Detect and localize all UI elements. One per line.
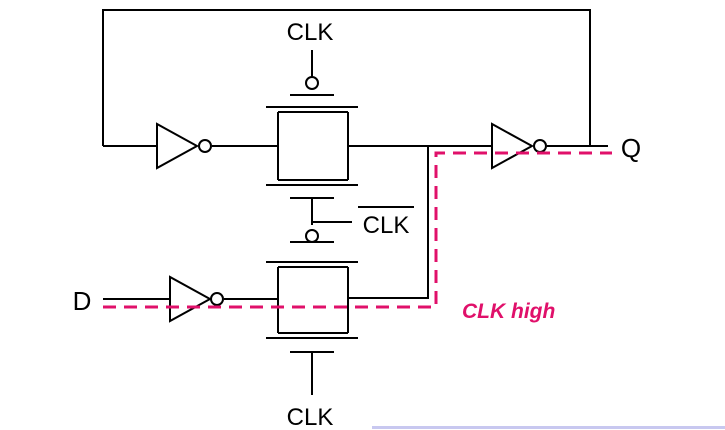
label-clk-bottom: CLK bbox=[287, 404, 334, 430]
node-wire bbox=[348, 146, 429, 299]
bottom-rule bbox=[372, 426, 725, 429]
label-input-d: D bbox=[73, 286, 92, 316]
annotation-clk-high: CLK high bbox=[462, 300, 555, 323]
inverter-input bbox=[169, 275, 224, 323]
feedback-wire bbox=[102, 9, 591, 146]
highlight-path-clk-high bbox=[103, 151, 612, 309]
label-output-q: Q bbox=[621, 133, 641, 163]
inverter-feedback bbox=[156, 122, 212, 170]
label-clk-top: CLK bbox=[287, 19, 334, 46]
transmission-gate-bottom bbox=[266, 229, 358, 395]
label-clk-bar: CLK bbox=[363, 212, 410, 239]
inverter-output bbox=[491, 122, 547, 170]
transmission-gate-top bbox=[266, 50, 358, 225]
